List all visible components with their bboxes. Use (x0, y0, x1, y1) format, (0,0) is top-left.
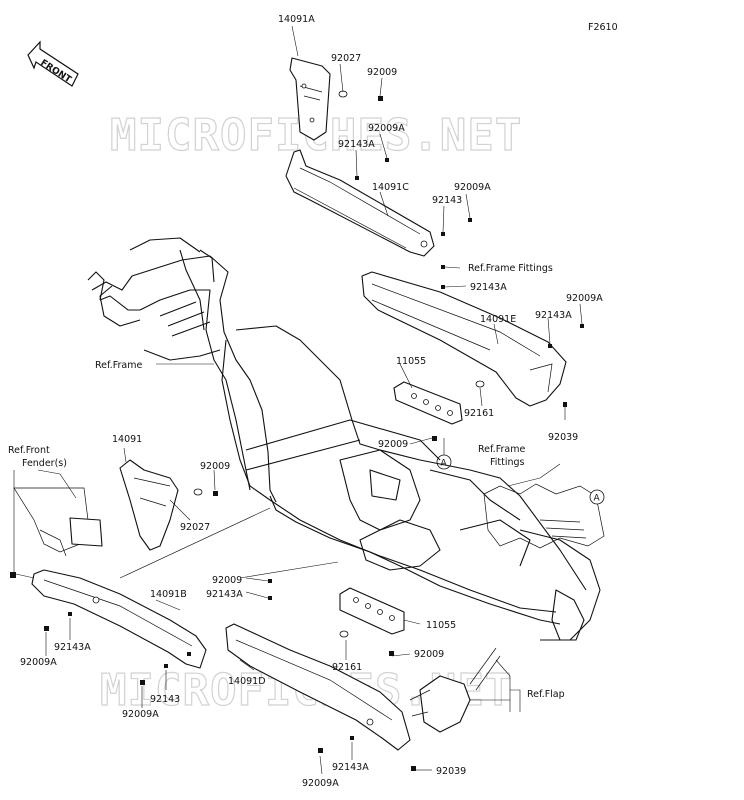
label-92039-bottom: 92039 (436, 766, 466, 777)
vehicle-frame (87, 237, 601, 641)
label-14091A: 14091A (278, 14, 315, 25)
flap-ref (409, 647, 501, 733)
label-92143A-low: 92143A (206, 589, 243, 600)
label-ref-frame-fittings-2b: Fittings (490, 457, 525, 468)
label-92161-top: 92161 (464, 408, 494, 419)
label-92009-low2: 92009 (414, 649, 444, 660)
label-14091E: 14091E (480, 314, 516, 325)
label-92027-left: 92027 (180, 522, 210, 533)
label-92009-low: 92009 (212, 575, 242, 586)
label-92143A-3: 92143A (535, 310, 572, 321)
label-14091B: 14091B (150, 589, 187, 600)
label-92039-right: 92039 (548, 432, 578, 443)
label-ref-frame-fittings-2a: Ref.Frame (478, 444, 525, 455)
ref-a-circle-icon: A (436, 454, 452, 470)
label-11055-low: 11055 (426, 620, 456, 631)
part-14091D (225, 623, 411, 751)
label-ref-frame-fittings-1: Ref.Frame Fittings (468, 263, 553, 274)
label-92009A-bottom: 92009A (302, 778, 339, 789)
label-92161-low: 92161 (332, 662, 362, 673)
label-92143A-2: 92143A (470, 282, 507, 293)
label-92027-top: 92027 (331, 53, 361, 64)
label-14091C: 14091C (372, 182, 409, 193)
label-92143A-1: 92143A (338, 139, 375, 150)
part-14091A (289, 57, 331, 141)
part-14091 (119, 459, 179, 551)
label-92143-1: 92143 (432, 195, 462, 206)
label-92009-top: 92009 (367, 67, 397, 78)
label-ref-flap: Ref.Flap (527, 689, 565, 700)
label-92009A-3: 92009A (566, 293, 603, 304)
part-14091B (31, 569, 207, 669)
leader-lines (13, 25, 583, 775)
diagram-id: F2610 (588, 22, 618, 33)
label-92143A-left: 92143A (54, 642, 91, 653)
frame-fittings-detail: A (483, 483, 605, 549)
label-14091: 14091 (112, 434, 142, 445)
label-ref-front-fender-a: Ref.Front (8, 445, 50, 456)
label-92009A-2: 92009A (454, 182, 491, 193)
label-92143A-bottom: 92143A (332, 762, 369, 773)
svg-text:A: A (441, 459, 448, 469)
label-92009-mid: 92009 (378, 439, 408, 450)
front-fender-ref (13, 487, 103, 557)
part-11055-top (393, 381, 463, 425)
part-11055-low (339, 587, 405, 635)
front-arrow-icon: FRONT (27, 40, 79, 87)
part-14091E (361, 271, 567, 407)
label-92009A-low: 92009A (122, 709, 159, 720)
svg-text:A: A (594, 494, 601, 504)
label-92143-low: 92143 (150, 694, 180, 705)
label-ref-front-fender-b: Fender(s) (22, 458, 67, 469)
label-14091D: 14091D (228, 676, 266, 687)
label-ref-frame: Ref.Frame (95, 360, 142, 371)
label-92009A-left: 92009A (20, 657, 57, 668)
label-92009-left: 92009 (200, 461, 230, 472)
label-92009A-1: 92009A (368, 123, 405, 134)
label-11055-top: 11055 (396, 356, 426, 367)
part-14091C (285, 149, 435, 257)
